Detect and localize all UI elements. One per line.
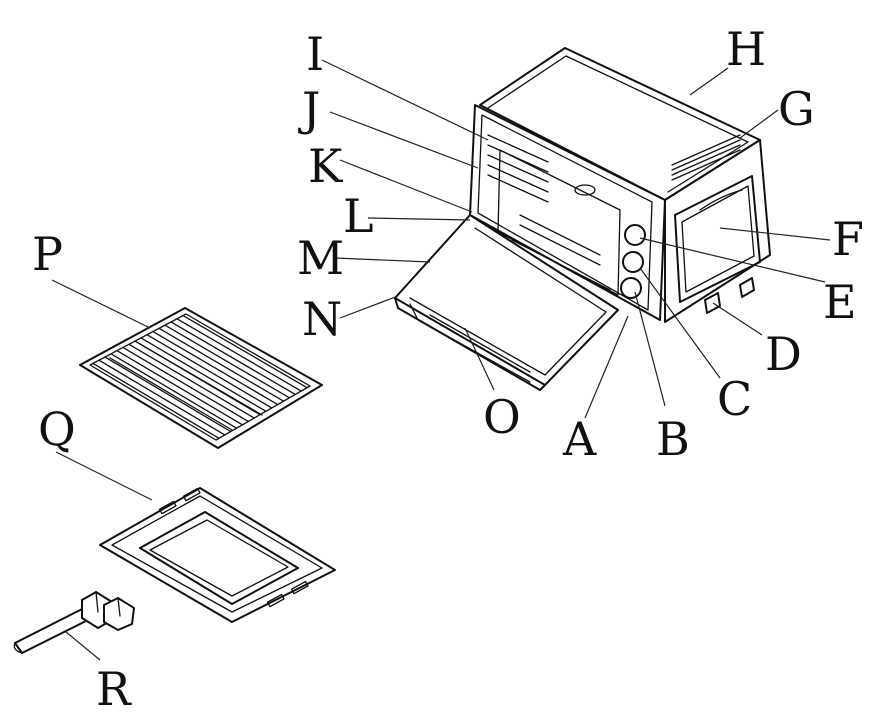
part-labels: A B C D E F G H I J K L M N O P Q R bbox=[32, 22, 864, 716]
label-q: Q bbox=[38, 402, 76, 456]
label-o: O bbox=[483, 390, 521, 444]
label-p: P bbox=[32, 227, 63, 281]
label-f: F bbox=[832, 212, 864, 266]
leader-lines bbox=[51, 59, 831, 661]
label-g: G bbox=[778, 82, 815, 136]
toaster-oven bbox=[394, 47, 771, 391]
control-knobs bbox=[620, 224, 646, 299]
rack-bar bbox=[176, 318, 302, 392]
label-l: L bbox=[343, 189, 374, 243]
label-h: H bbox=[726, 22, 766, 76]
wire-rack bbox=[79, 307, 323, 449]
label-a: A bbox=[562, 412, 597, 466]
rack-bar bbox=[170, 321, 296, 396]
rack-bar bbox=[152, 330, 279, 406]
label-e: E bbox=[823, 275, 857, 329]
label-n: N bbox=[302, 292, 342, 346]
label-i: I bbox=[306, 27, 324, 81]
label-r: R bbox=[96, 662, 132, 716]
rack-bar bbox=[104, 356, 232, 433]
rack-bar bbox=[128, 343, 255, 419]
rack-bar bbox=[158, 327, 285, 402]
rack-bar bbox=[122, 346, 249, 423]
rack-bar bbox=[182, 314, 308, 389]
label-b: B bbox=[656, 412, 690, 466]
label-d: D bbox=[765, 327, 802, 381]
rack-rails bbox=[487, 134, 549, 203]
tray-handle-slots bbox=[158, 487, 309, 608]
label-m: M bbox=[297, 231, 344, 285]
tray-handle bbox=[13, 591, 135, 654]
vent-slots bbox=[671, 134, 741, 181]
label-c: C bbox=[717, 372, 752, 426]
rack-bar bbox=[116, 350, 244, 426]
label-k: K bbox=[308, 139, 344, 193]
rack-bar bbox=[98, 359, 226, 436]
label-j: J bbox=[298, 82, 320, 136]
rack-bar bbox=[92, 362, 220, 439]
rack-bar bbox=[146, 334, 273, 409]
rack-bar bbox=[110, 353, 238, 429]
baking-tray bbox=[99, 487, 336, 623]
rack-bar bbox=[164, 324, 291, 399]
rack-bar bbox=[140, 337, 267, 412]
oven-door bbox=[394, 214, 619, 391]
